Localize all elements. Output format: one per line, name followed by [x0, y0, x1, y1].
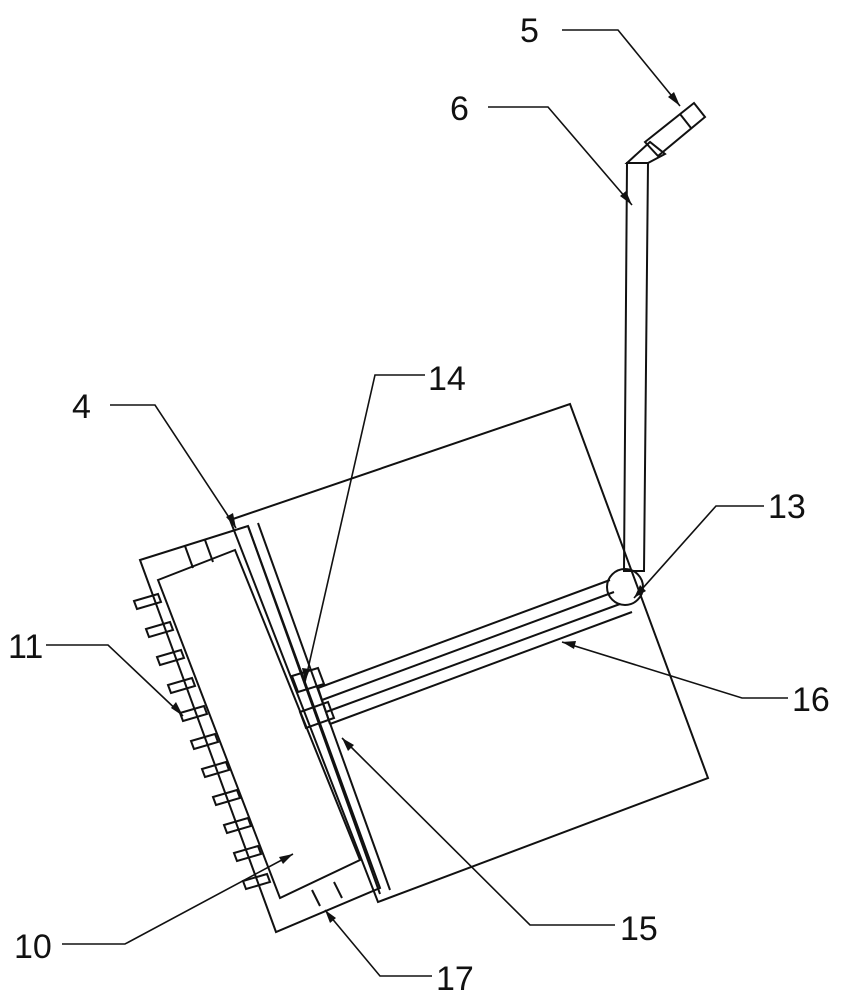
frame-divider-bottom-1 [312, 890, 320, 906]
rod-16-line-4 [330, 612, 632, 724]
label-15: 15 [620, 910, 658, 948]
leader-15 [342, 738, 615, 925]
housing-box [230, 404, 708, 902]
label-13: 13 [768, 488, 806, 526]
grip-5 [645, 103, 705, 156]
bristle-row-11 [134, 594, 270, 889]
arrow-tip-10 [279, 854, 293, 864]
leader-4 [110, 405, 236, 528]
label-6: 6 [450, 90, 469, 128]
bristle [157, 650, 184, 665]
label-17: 17 [436, 960, 474, 998]
bristle [191, 734, 218, 749]
bristle [146, 622, 173, 637]
label-14: 14 [428, 360, 466, 398]
leader-lines [46, 30, 788, 976]
frame-divider-top-1 [185, 546, 193, 568]
leader-17 [325, 910, 432, 976]
label-10: 10 [14, 928, 52, 966]
bristle [180, 706, 207, 721]
label-11: 11 [8, 628, 43, 666]
rod-16-end [318, 688, 330, 724]
arrow-tip-16 [562, 641, 576, 649]
handle-bend [627, 142, 665, 163]
rod-16-line-3 [326, 604, 620, 712]
leader-5 [562, 30, 680, 106]
handle-6 [624, 163, 648, 571]
partition-plate-4-outer [248, 526, 380, 894]
frame-divider-bottom-2 [334, 882, 342, 898]
leader-14 [305, 375, 425, 682]
label-16: 16 [792, 681, 830, 719]
arrow-tip-11 [171, 702, 183, 716]
bristle [168, 678, 195, 693]
grip-5-ring [680, 114, 691, 128]
rod-16-line-1 [318, 580, 610, 688]
leader-10 [62, 854, 293, 944]
label-4: 4 [72, 388, 91, 426]
bristle [202, 762, 229, 777]
leader-13 [634, 506, 764, 598]
frame-divider-top-2 [205, 540, 213, 562]
leader-6 [488, 107, 632, 205]
label-5: 5 [520, 12, 539, 50]
